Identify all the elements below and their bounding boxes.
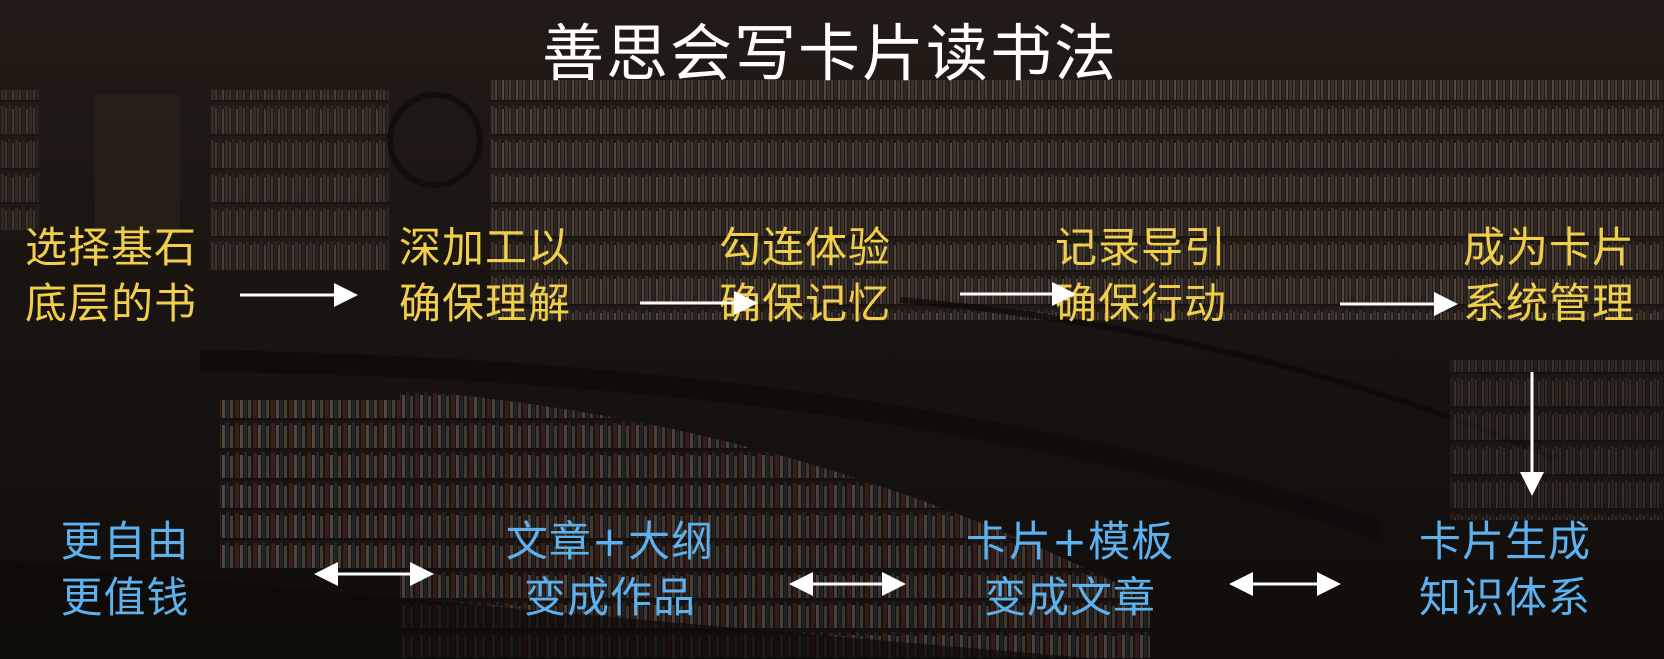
step-line2: 确保理解 [398, 279, 571, 328]
step-deep-process: 深加工以 确保理解 [380, 220, 590, 332]
step-knowledge-system: 卡片生成 知识体系 [1400, 514, 1610, 626]
step-line2: 更值钱 [60, 573, 190, 622]
step-line1: 成为卡片 [1462, 223, 1635, 272]
step-line1: 文章+大纲 [505, 517, 715, 566]
step-line2: 知识体系 [1418, 573, 1591, 622]
step-link-experience: 勾连体验 确保记忆 [700, 220, 910, 332]
step-line1: 深加工以 [398, 223, 571, 272]
step-line1: 卡片生成 [1418, 517, 1591, 566]
step-line1: 更自由 [60, 517, 190, 566]
step-line1: 勾连体验 [718, 223, 891, 272]
step-record-guide: 记录导引 确保行动 [1036, 220, 1246, 332]
step-line2: 确保行动 [1054, 279, 1227, 328]
step-select-books: 选择基石 底层的书 [6, 220, 216, 332]
step-line1: 选择基石 [24, 223, 197, 272]
step-line2: 系统管理 [1462, 279, 1635, 328]
step-line1: 记录导引 [1054, 223, 1227, 272]
step-card-system: 成为卡片 系统管理 [1444, 220, 1654, 332]
step-article-outline: 文章+大纲 变成作品 [490, 514, 730, 626]
step-line1: 卡片+模板 [965, 517, 1175, 566]
step-line2: 确保记忆 [718, 279, 891, 328]
step-line2: 变成文章 [983, 573, 1156, 622]
step-line2: 底层的书 [24, 279, 197, 328]
page-title: 善思会写卡片读书法 [541, 17, 1118, 90]
step-more-freedom: 更自由 更值钱 [40, 514, 210, 626]
step-card-template: 卡片+模板 变成文章 [950, 514, 1190, 626]
step-line2: 变成作品 [523, 573, 696, 622]
